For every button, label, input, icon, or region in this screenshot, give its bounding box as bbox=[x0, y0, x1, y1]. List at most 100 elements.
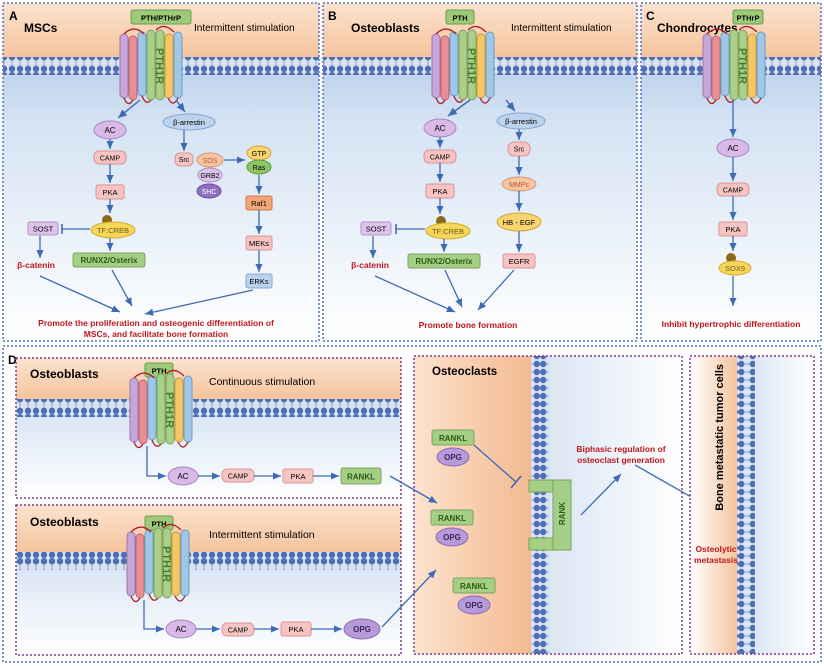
receptor-label: PTH1R bbox=[153, 48, 165, 84]
beta-arrestin-node: β-arrestin bbox=[505, 117, 537, 126]
stimulation-label: Intermittent stimulation bbox=[209, 529, 315, 541]
osteoclasts-title: Osteoclasts bbox=[432, 366, 497, 378]
beta-arrestin-branch: β-arrestin Src MMPs HB - EGF EGFR bbox=[496, 99, 546, 269]
cell-type-title: Chondrocytes bbox=[657, 21, 738, 35]
regulation-label: Biphasic regulation of bbox=[576, 444, 665, 454]
outcome-label: Promote bone formation bbox=[419, 320, 518, 330]
runx2-osterix-node: RUNX2/Osterix bbox=[416, 257, 473, 266]
rankl-label-2: RANKL bbox=[438, 514, 466, 523]
pka-node: PKA bbox=[288, 625, 303, 634]
camp-node: CAMP bbox=[723, 188, 744, 195]
cell-type-title: Osteoblasts bbox=[351, 21, 420, 35]
outcome-label-2: MSCs, and facilitate bone formation bbox=[84, 329, 229, 339]
pth1r-receptor: PTH1R bbox=[702, 25, 766, 105]
camp-pka-branch: AC CAMP PKA SOX9 bbox=[716, 100, 752, 306]
tumor-cells-box: Bone metastatic tumor cells Osteolytic m… bbox=[689, 355, 815, 655]
ac-node: AC bbox=[727, 144, 738, 153]
camp-node: CAMP bbox=[228, 474, 249, 481]
panel-b: B Osteoblasts PTH Intermittent stimulati… bbox=[322, 2, 638, 342]
camp-node: CAMP bbox=[430, 155, 451, 162]
pka-node: PKA bbox=[102, 188, 117, 197]
rankl-label-3: RANKL bbox=[460, 582, 488, 591]
panel-c: C Chondrocytes PTHrP PTH1R AC CAMP PKA S… bbox=[640, 2, 822, 342]
egfr-node: EGFR bbox=[509, 257, 530, 266]
src-node: Src bbox=[179, 157, 190, 164]
panel-a: A MSCs PTH/PTHrP Intermittent stimulatio… bbox=[2, 2, 320, 342]
osteolytic-label-2: metastasis bbox=[694, 555, 738, 565]
stimulation-label: Intermittent stimulation bbox=[511, 23, 612, 34]
rank-label: RANK bbox=[558, 502, 567, 525]
beta-catenin-label: β-catenin bbox=[17, 260, 55, 270]
cell-type-title: MSCs bbox=[24, 21, 58, 35]
panel-letter: C bbox=[646, 9, 655, 23]
regulation-label-2: osteoclast generation bbox=[577, 455, 665, 465]
ligand-label: PTH/PTHrP bbox=[141, 14, 181, 23]
sos-node: SOS bbox=[203, 158, 218, 165]
panel-letter: A bbox=[9, 9, 18, 23]
sost-node: SOST bbox=[366, 225, 387, 234]
sost-node: SOST bbox=[33, 225, 54, 234]
sox9-node: SOX9 bbox=[725, 264, 745, 273]
ac-node: AC bbox=[434, 124, 445, 133]
erks-node: ERKs bbox=[249, 277, 268, 286]
ac-node: AC bbox=[104, 126, 115, 135]
continuous-stimulation-box: Osteoblasts PTH Continuous stimulation P… bbox=[15, 357, 402, 499]
rank-receptor: RANK bbox=[528, 479, 572, 551]
tf-creb-node: TF:CREB bbox=[97, 226, 129, 235]
panel-d: D Osteoblasts PTH Continuous stimulation bbox=[2, 345, 822, 663]
pth1r-receptor: PTH1R bbox=[126, 523, 190, 603]
ligand-label: PTH bbox=[152, 367, 167, 376]
ligand-label: PTH bbox=[152, 520, 167, 529]
outcome-label: Promote the proliferation and osteogenic… bbox=[38, 318, 274, 328]
cell-type-title: Osteoblasts bbox=[30, 367, 99, 381]
ac-node: AC bbox=[177, 472, 188, 481]
hb-egf-node: HB - EGF bbox=[503, 218, 536, 227]
rankl-label: RANKL bbox=[439, 434, 467, 443]
opg-node: OPG bbox=[353, 625, 371, 634]
runx2-osterix-node: RUNX2/Osterix bbox=[81, 256, 138, 265]
stimulation-label: Continuous stimulation bbox=[209, 376, 315, 388]
pth1r-receptor: PTH1R bbox=[119, 25, 183, 105]
beta-arrestin-node: β-arrestin bbox=[173, 118, 205, 127]
shc-node: SHC bbox=[202, 189, 217, 196]
pka-node: PKA bbox=[290, 472, 305, 481]
outcome-label: Inhibit hypertrophic differentiation bbox=[662, 319, 801, 329]
pth1r-receptor: PTH1R bbox=[431, 25, 495, 105]
camp-node: CAMP bbox=[100, 156, 121, 163]
pka-node: PKA bbox=[725, 225, 740, 234]
opg-label-2: OPG bbox=[443, 533, 461, 542]
panel-letter: B bbox=[328, 9, 337, 23]
cell-type-title: Osteoblasts bbox=[30, 515, 99, 529]
pth1r-receptor: PTH1R bbox=[129, 369, 193, 449]
tf-creb-node: TF:CREB bbox=[432, 227, 464, 236]
receptor-label: PTH1R bbox=[163, 392, 175, 428]
opg-label-3: OPG bbox=[465, 601, 483, 610]
opg-label: OPG bbox=[444, 453, 462, 462]
receptor-label: PTH1R bbox=[736, 48, 748, 84]
ligand-label: PTH bbox=[453, 14, 468, 23]
beta-catenin-label: β-catenin bbox=[351, 260, 389, 270]
osteoclasts-box: Osteoclasts RANKL OPG RANKL OPG RANKL OP… bbox=[413, 355, 715, 655]
rankl-node: RANKL bbox=[347, 473, 375, 482]
stimulation-label: Intermittent stimulation bbox=[194, 23, 295, 34]
gtp-node: GTP bbox=[252, 151, 267, 158]
tumor-title: Bone metastatic tumor cells bbox=[714, 364, 726, 511]
meks-node: MEKs bbox=[249, 239, 269, 248]
camp-pka-branch: AC CAMP PKA TF:CREB RUNX2/Osterix SOST β… bbox=[17, 99, 146, 270]
ac-node: AC bbox=[175, 625, 186, 634]
grb2-node: GRB2 bbox=[200, 173, 219, 180]
osteolytic-label: Osteolytic bbox=[695, 544, 736, 554]
camp-pka-branch: AC CAMP PKA TF:CREB RUNX2/Osterix SOST β… bbox=[351, 99, 481, 270]
intermittent-stimulation-box: Osteoblasts PTH Intermittent stimulation… bbox=[15, 504, 402, 656]
receptor-label: PTH1R bbox=[160, 546, 172, 582]
panel-letter: D bbox=[8, 353, 17, 367]
ras-node: Ras bbox=[253, 165, 266, 172]
receptor-label: PTH1R bbox=[465, 48, 477, 84]
beta-arrestin-branch: β-arrestin Src SOS GRB2 SHC GTP Ras Raf1… bbox=[162, 99, 273, 289]
raf1-node: Raf1 bbox=[251, 199, 267, 208]
camp-node: CAMP bbox=[228, 628, 249, 635]
src-node: Src bbox=[514, 147, 525, 154]
pka-node: PKA bbox=[432, 187, 447, 196]
mmps-node: MMPs bbox=[509, 182, 529, 189]
